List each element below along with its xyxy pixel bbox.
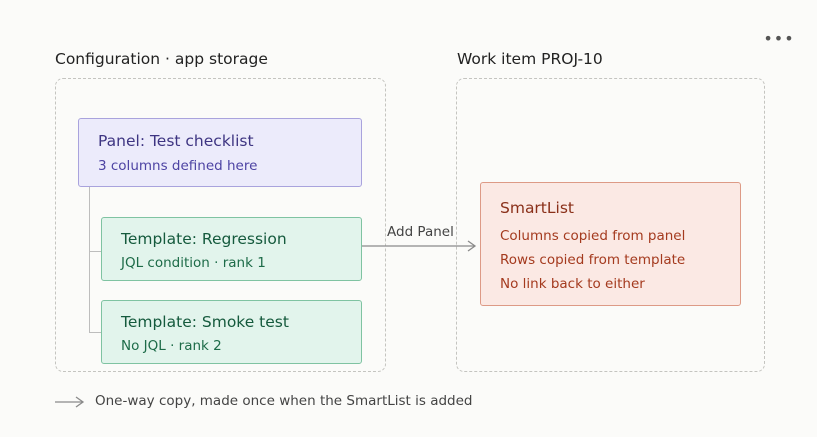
- panel-title: Panel: Test checklist: [98, 132, 254, 150]
- more-options-button[interactable]: •••: [763, 28, 795, 48]
- tree-branch-smoke: [89, 332, 101, 333]
- template-title: Template: Regression: [121, 230, 287, 248]
- add-panel-label: Add Panel: [387, 224, 454, 240]
- work-item-section-title: Work item PROJ-10: [457, 50, 603, 68]
- legend-arrow-icon: [55, 396, 85, 408]
- configuration-container: [55, 78, 386, 372]
- panel-subtitle: 3 columns defined here: [98, 158, 258, 174]
- tree-branch-regression: [89, 251, 101, 252]
- smartlist-line: No link back to either: [500, 276, 645, 292]
- template-card-regression[interactable]: Template: Regression JQL condition · ran…: [101, 217, 362, 281]
- smartlist-line: Columns copied from panel: [500, 228, 686, 244]
- smartlist-card[interactable]: SmartList Columns copied from panel Rows…: [480, 182, 741, 306]
- legend-text: One-way copy, made once when the SmartLi…: [95, 393, 473, 409]
- tree-vertical-line: [89, 187, 90, 332]
- template-card-smoke-test[interactable]: Template: Smoke test No JQL · rank 2: [101, 300, 362, 364]
- template-subtitle: JQL condition · rank 1: [121, 255, 266, 271]
- panel-card[interactable]: Panel: Test checklist 3 columns defined …: [78, 118, 362, 187]
- work-item-container: [456, 78, 765, 372]
- configuration-section-title: Configuration · app storage: [55, 50, 268, 68]
- template-title: Template: Smoke test: [121, 313, 289, 331]
- smartlist-title: SmartList: [500, 199, 574, 217]
- template-subtitle: No JQL · rank 2: [121, 338, 222, 354]
- smartlist-line: Rows copied from template: [500, 252, 686, 268]
